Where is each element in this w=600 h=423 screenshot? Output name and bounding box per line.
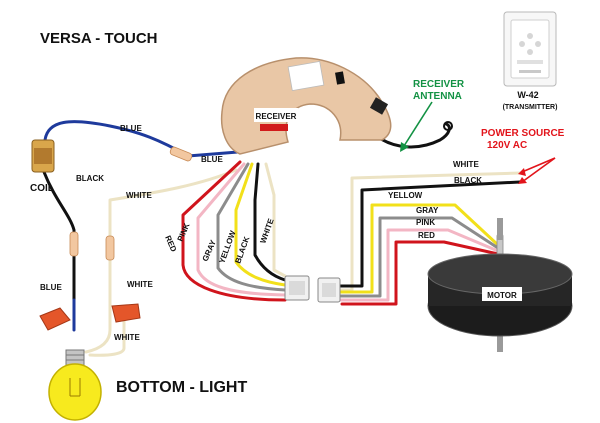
diagram-title: VERSA - TOUCH: [40, 30, 158, 47]
power-arrow-head-2: [518, 177, 527, 184]
yellow-wire-receiver: [234, 162, 287, 287]
motor-label: MOTOR: [487, 291, 517, 300]
white-wire-receiver-to-light: [108, 168, 238, 302]
antenna: [373, 121, 453, 149]
coil-blue-label: BLUE: [120, 124, 142, 133]
coil-component: [31, 139, 55, 173]
receiver-antenna-label-line2: ANTENNA: [413, 91, 462, 102]
motor-unit: [427, 218, 573, 352]
wire-nuts: [39, 303, 141, 331]
power-arrow-head-1: [518, 168, 526, 176]
antenna-arrow: [403, 101, 433, 147]
motor-black-label: BLACK: [454, 176, 482, 185]
receiver-unit: [220, 57, 392, 155]
pink-wire-motor: [338, 228, 500, 302]
light-blue-label: BLUE: [40, 283, 62, 292]
white-wire-light-lower: [84, 298, 112, 354]
gray-wire-motor: [336, 216, 500, 298]
receiver-label-box: [254, 108, 298, 122]
power-arrows: [521, 157, 556, 183]
wire-label-group: BLUE BLUE BLACK WHITE WHITE WHITE BLUE R…: [40, 124, 482, 342]
plug-connector: [284, 275, 341, 303]
power-source-label-line1: POWER SOURCE: [481, 128, 565, 139]
light-wiring: [42, 120, 240, 357]
inline-connectors: [69, 146, 504, 261]
pink-wire-receiver: [196, 162, 287, 297]
motor-pink-label: PINK: [416, 218, 435, 227]
transmitter: [503, 11, 557, 87]
light-white-mid-label: WHITE: [127, 280, 153, 289]
white-wire-receiver: [264, 162, 287, 278]
receiver-bundle: [181, 160, 287, 302]
motor-gray-label: GRAY: [416, 206, 439, 215]
light-white-bottom-label: WHITE: [114, 333, 140, 342]
black-wire-coil: [42, 170, 76, 302]
coil-black-label: BLACK: [76, 174, 104, 183]
receiver-antenna-label-line1: RECEIVER: [413, 79, 465, 90]
red-wire-motor: [340, 240, 500, 306]
coil-label: COIL: [30, 183, 54, 194]
receiver-brand-sticker: [260, 124, 288, 131]
gray-wire-receiver: [216, 162, 287, 292]
receiver-blue-label: BLUE: [201, 155, 223, 164]
receiver-label: RECEIVER: [256, 112, 297, 121]
black-wire-supply: [328, 180, 522, 288]
white-wire-to-bulb: [88, 316, 126, 357]
bottom-light-label: BOTTOM - LIGHT: [116, 379, 247, 396]
light-bulb: [48, 349, 102, 421]
power-source-label-line2: 120V AC: [487, 140, 527, 151]
yellow-wire-motor: [333, 203, 500, 294]
recv-gray-label: GRAY: [201, 238, 219, 263]
blue-wire-coil-to-receiver: [43, 120, 240, 158]
recv-pink-label: PINK: [176, 221, 192, 242]
motor-red-label: RED: [418, 231, 435, 240]
motor-white-label: WHITE: [453, 160, 479, 169]
black-wire-receiver: [253, 162, 287, 282]
antenna-arrow-head: [400, 142, 409, 152]
light-white-top-label: WHITE: [126, 191, 152, 200]
motor-yellow-label: YELLOW: [388, 191, 423, 200]
red-wire-receiver: [181, 160, 287, 302]
transmitter-caption: (TRANSMITTER): [503, 104, 558, 111]
transmitter-model-label: W-42: [517, 90, 538, 100]
